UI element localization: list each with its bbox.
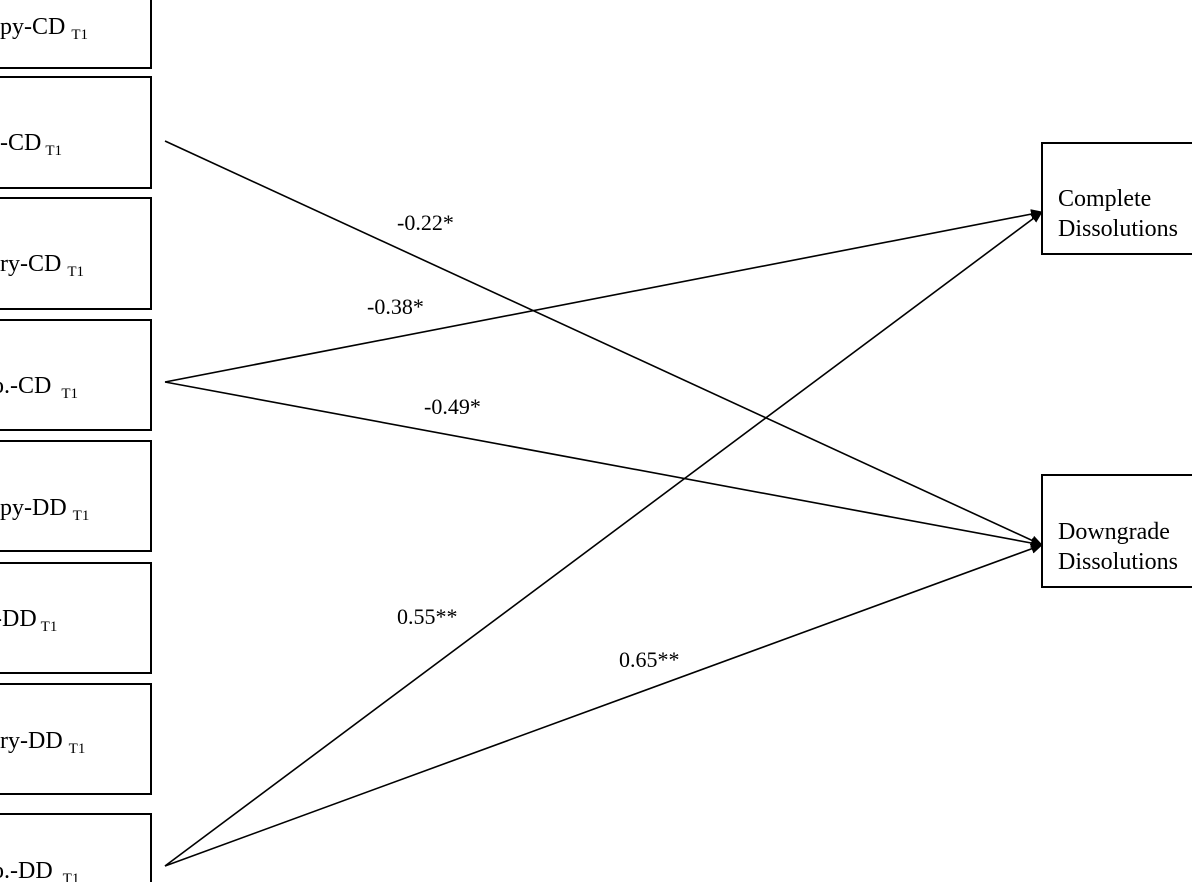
predictor-subscript: T1 bbox=[73, 508, 90, 524]
coefficient-label: -0.22* bbox=[397, 210, 454, 235]
path-arrow-p8-to-o2 bbox=[164, 544, 1043, 867]
predictor-label: -CD bbox=[0, 130, 41, 156]
predictor-box-8: o.-DD T1 bbox=[0, 813, 152, 882]
predictor-subscript: T1 bbox=[71, 27, 88, 43]
predictor-label: py-DD bbox=[0, 495, 67, 521]
predictor-subscript: T1 bbox=[63, 871, 80, 882]
predictor-box-3: ry-CD T1 bbox=[0, 197, 152, 310]
outcome-box-complete: Complete Dissolutions bbox=[1041, 142, 1192, 255]
outcome-label-line2: Dissolutions bbox=[1058, 216, 1178, 242]
predictor-subscript: T1 bbox=[69, 741, 86, 757]
path-arrow-p4-to-o1 bbox=[164, 209, 1043, 383]
predictor-label: ry-DD bbox=[0, 728, 63, 754]
predictor-box-4: o.-CD T1 bbox=[0, 319, 152, 431]
predictor-box-7: ry-DD T1 bbox=[0, 683, 152, 795]
predictor-subscript: T1 bbox=[45, 143, 62, 159]
predictor-subscript: T1 bbox=[41, 619, 58, 635]
coefficient-label: -0.38* bbox=[367, 294, 424, 319]
outcome-label-line2: Dissolutions bbox=[1058, 549, 1178, 575]
predictor-subscript: T1 bbox=[61, 386, 78, 402]
path-arrows bbox=[164, 140, 1043, 867]
path-arrow-p2-to-o2 bbox=[164, 140, 1043, 546]
path-arrow-p8-to-o1 bbox=[164, 211, 1043, 867]
coefficient-label: -0.49* bbox=[424, 394, 481, 419]
outcome-box-downgrade: Downgrade Dissolutions bbox=[1041, 474, 1192, 588]
path-arrow-p4-to-o2 bbox=[164, 381, 1043, 548]
outcome-label-line1: Downgrade bbox=[1058, 519, 1170, 545]
predictor-subscript: T1 bbox=[67, 264, 84, 280]
coefficient-label: 0.55** bbox=[397, 604, 458, 629]
predictor-label: ry-CD bbox=[0, 251, 61, 277]
predictor-box-1: py-CD T1 bbox=[0, 0, 152, 69]
predictor-box-5: py-DD T1 bbox=[0, 440, 152, 552]
predictor-label: o.-DD bbox=[0, 858, 53, 882]
coefficient-label: 0.65** bbox=[619, 647, 680, 672]
outcome-label-line1: Complete bbox=[1058, 186, 1151, 212]
predictor-label: py-CD bbox=[0, 14, 65, 40]
predictor-label: -DD bbox=[0, 606, 37, 632]
predictor-label: o.-CD bbox=[0, 373, 51, 399]
